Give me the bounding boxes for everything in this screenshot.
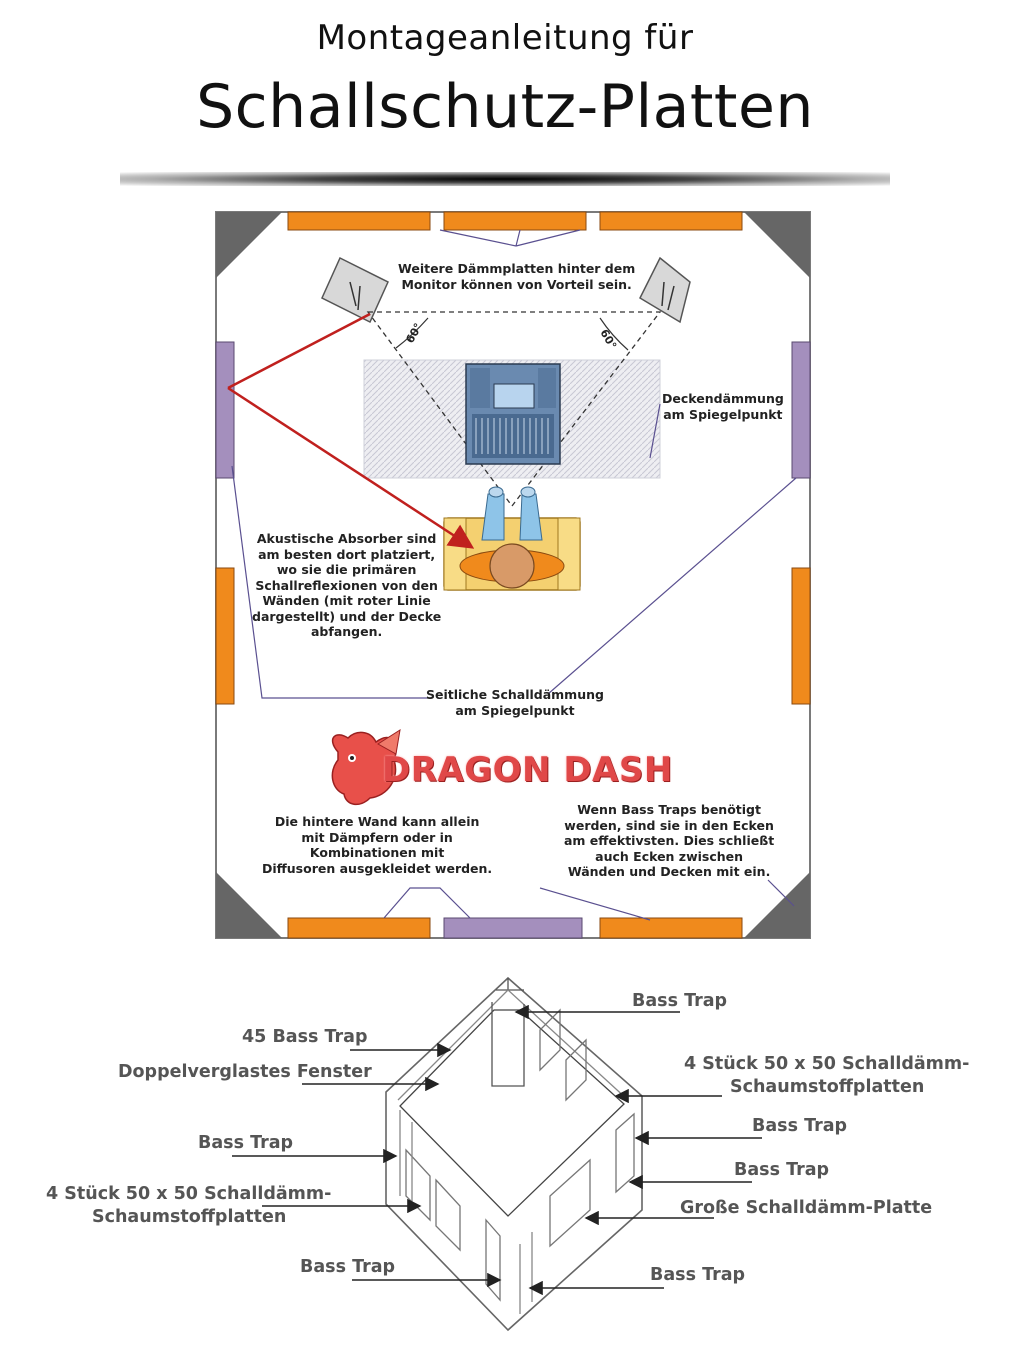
label-monitor-note: Weitere Dämmplatten hinter dem Monitor k… — [398, 261, 635, 292]
panel-bottom-3 — [599, 917, 743, 939]
monitor-left — [321, 256, 389, 324]
label-45-bass-trap: 45 Bass Trap — [242, 1027, 368, 1047]
dragon-mascot-icon — [331, 728, 401, 806]
title-divider — [120, 172, 890, 186]
label-foam-left-line2: Schaumstoffplatten — [92, 1207, 287, 1227]
brand-logo-text: DRAGON DASH — [382, 750, 673, 790]
angle-arc-left — [395, 317, 429, 349]
label-line: Akustische Absorber sind — [256, 531, 437, 546]
corner-trap-top-right — [744, 212, 810, 278]
label-bass-trap-left: Bass Trap — [198, 1133, 294, 1153]
label-bass-trap-bottom-right: Bass Trap — [650, 1265, 746, 1285]
label-line: Schallreflexionen von den — [255, 577, 438, 593]
monitor-right — [639, 256, 691, 324]
label-line: Die hintere Wand kann allein — [274, 814, 480, 829]
title-line-1: Montageanleitung für — [316, 18, 694, 58]
label-line: werden, sind sie in den Ecken — [564, 817, 774, 833]
label-ceiling-note: Deckendämmung am Spiegelpunkt — [662, 391, 784, 422]
label-line: Wänden (mit roter Linie — [262, 593, 431, 608]
label-bass-trap-right-2: Bass Trap — [734, 1160, 830, 1180]
label-bass-trap-bottom-left: Bass Trap — [300, 1257, 396, 1277]
label-bass-trap-note: Wenn Bass Traps benötigt werden, sind si… — [564, 802, 774, 880]
label-double-glazed-window: Doppelverglastes Fenster — [118, 1062, 372, 1082]
label-absorber-note: Akustische Absorber sind am besten dort … — [252, 531, 441, 640]
label-line: Wänden und Decken mit ein. — [567, 864, 771, 879]
panel-left-orange — [215, 567, 235, 705]
title-line-2: Schallschutz-Platten — [196, 72, 814, 142]
label-foam-left-line1: 4 Stück 50 x 50 Schalldämm- — [46, 1184, 332, 1204]
angle-arc-right — [599, 317, 629, 351]
label-line: abfangen. — [311, 624, 383, 639]
room-3d-diagram — [385, 976, 643, 1332]
label-bass-trap-top: Bass Trap — [632, 991, 728, 1011]
guide-top-panels — [439, 229, 581, 247]
label-line: am Spiegelpunkt — [455, 702, 575, 718]
label-bass-trap-right-1: Bass Trap — [752, 1116, 848, 1136]
listener-person — [459, 486, 565, 589]
label-side-note: Seitliche Schalldämmung am Spiegelpunkt — [426, 687, 604, 718]
corner-trap-bottom-right — [744, 872, 810, 938]
label-line: Weitere Dämmplatten hinter dem — [398, 261, 636, 276]
panel-right-orange — [791, 567, 811, 705]
label-back-wall-note: Die hintere Wand kann allein mit Dämpfer… — [262, 814, 492, 876]
label-line: dargestellt) und der Decke — [252, 608, 442, 624]
label-line: Wenn Bass Traps benötigt — [577, 802, 761, 817]
label-foam-right-line1: 4 Stück 50 x 50 Schalldämm- — [684, 1054, 970, 1074]
label-foam-right-line2: Schaumstoffplatten — [730, 1077, 925, 1097]
reflection-line-in — [227, 312, 371, 390]
guide-bottom-panels — [383, 887, 471, 919]
label-line: Seitliche Schalldämmung — [426, 687, 604, 702]
corner-trap-bottom-left — [216, 872, 282, 938]
guide-corner-trap — [767, 879, 795, 907]
label-line: Kombinationen mit — [309, 845, 445, 860]
label-line: am effektivsten. Dies schließt — [564, 833, 775, 848]
guide-right-side — [547, 477, 797, 695]
label-large-panel: Große Schalldämm-Platte — [680, 1198, 933, 1218]
panel-right-purple — [791, 341, 811, 479]
panel-left-purple — [215, 341, 235, 479]
listening-triangle — [366, 311, 662, 508]
mixing-console — [465, 363, 561, 465]
guide-left-side — [231, 465, 432, 699]
panel-top-2 — [443, 211, 587, 231]
guide-bottom-right — [539, 887, 651, 921]
guide-ceiling — [649, 403, 661, 459]
label-line: Monitor können von Vorteil sein. — [401, 276, 632, 292]
label-line: mit Dämpfern oder in — [301, 829, 453, 845]
label-line: wo sie die primären — [276, 562, 417, 577]
label-line: Deckendämmung — [662, 391, 784, 406]
label-line: auch Ecken zwischen — [595, 848, 744, 864]
corner-trap-top-left — [216, 212, 282, 278]
panel-top-3 — [599, 211, 743, 231]
panel-bottom-2 — [443, 917, 583, 939]
label-line: Diffusoren ausgekleidet werden. — [262, 860, 493, 876]
panel-bottom-1 — [287, 917, 431, 939]
panel-top-1 — [287, 211, 431, 231]
label-line: am Spiegelpunkt — [663, 406, 783, 422]
reflection-line-out — [227, 386, 475, 549]
label-line: am besten dort platziert, — [258, 546, 436, 562]
